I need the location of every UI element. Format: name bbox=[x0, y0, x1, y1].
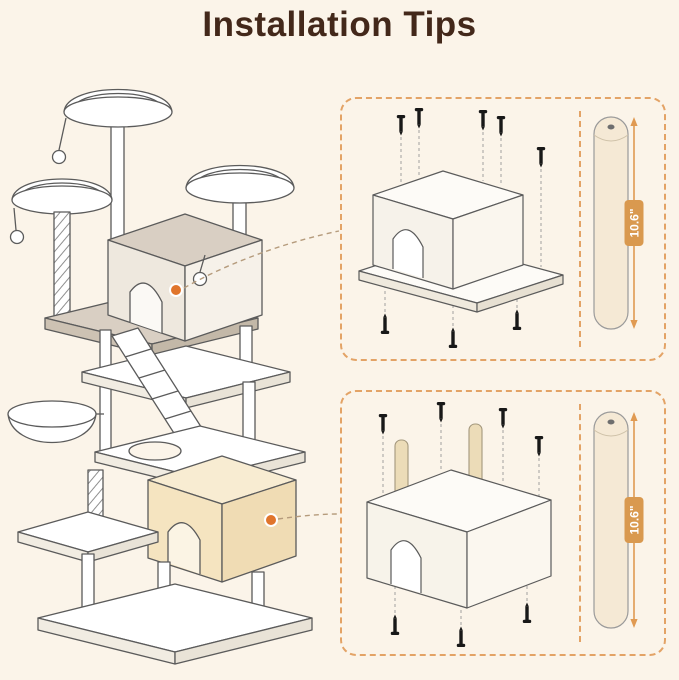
screw-icon bbox=[496, 116, 506, 137]
condo-door-arch bbox=[129, 282, 163, 333]
post-cylinder bbox=[593, 411, 629, 629]
post-diagram: 10.6" bbox=[593, 411, 644, 629]
screw-icon bbox=[536, 147, 546, 168]
base-platform bbox=[37, 583, 313, 665]
callout-connector-lower bbox=[277, 513, 340, 520]
callout-connector-upper bbox=[183, 230, 340, 289]
lower-assembly-panel: 10.6" bbox=[340, 390, 666, 656]
condo-door-arch bbox=[390, 540, 422, 593]
upper-assembly-panel: 10.6" bbox=[340, 97, 666, 361]
post-length-measure: 10.6" bbox=[624, 412, 644, 628]
upper-condo-exploded-view bbox=[358, 108, 564, 348]
screw-icon bbox=[448, 327, 458, 348]
page-title: Installation Tips bbox=[202, 5, 477, 44]
middle-platform bbox=[81, 345, 291, 409]
screw-icon bbox=[512, 309, 522, 330]
highlight-dot-lower bbox=[264, 513, 278, 527]
hanging-ball-toy bbox=[51, 117, 67, 165]
post-screw-hole bbox=[607, 419, 615, 425]
screw-icon bbox=[436, 402, 446, 423]
hanging-ball-toy bbox=[9, 207, 25, 245]
screw-guide-lines bbox=[382, 424, 540, 625]
screw-icon bbox=[522, 602, 532, 623]
post-top-curve bbox=[593, 429, 629, 437]
screw-icon bbox=[478, 110, 488, 131]
screw-icon bbox=[378, 414, 388, 435]
support-post bbox=[110, 123, 125, 241]
post-diagram: 10.6" bbox=[593, 116, 644, 330]
screw-icon bbox=[498, 408, 508, 429]
screw-icon bbox=[390, 614, 400, 635]
side-platform bbox=[17, 511, 159, 563]
condo-door-arch bbox=[167, 522, 201, 574]
lower-condo bbox=[147, 455, 297, 583]
cat-tree-group bbox=[7, 88, 313, 665]
lower-condo-exploded-view bbox=[366, 402, 552, 647]
condo-parts bbox=[358, 170, 564, 313]
post-screw-hole bbox=[607, 124, 615, 130]
condo-parts bbox=[366, 469, 552, 609]
screw-icon bbox=[396, 115, 406, 136]
highlight-dot-upper bbox=[169, 283, 183, 297]
post-cylinder bbox=[593, 116, 629, 330]
panel-divider bbox=[579, 111, 581, 347]
bowl-hammock bbox=[7, 400, 104, 443]
screw-icon bbox=[380, 313, 390, 334]
sisal-scratching-post bbox=[53, 211, 71, 321]
perch-right bbox=[185, 164, 295, 204]
post-top-curve bbox=[593, 134, 629, 142]
condo-door-arch bbox=[392, 229, 424, 278]
platform-hole bbox=[128, 441, 182, 461]
post-length-label: 10.6" bbox=[628, 505, 642, 534]
screw-icon bbox=[414, 108, 424, 129]
panel-divider bbox=[579, 404, 581, 642]
post-length-measure: 10.6" bbox=[624, 117, 644, 329]
screw-icon bbox=[534, 436, 544, 457]
screw-icon bbox=[456, 626, 466, 647]
perch-top-left bbox=[63, 88, 173, 128]
upper-condo bbox=[107, 213, 263, 342]
post-length-label: 10.6" bbox=[628, 208, 642, 237]
support-post bbox=[99, 329, 112, 455]
perch-left bbox=[11, 178, 113, 215]
